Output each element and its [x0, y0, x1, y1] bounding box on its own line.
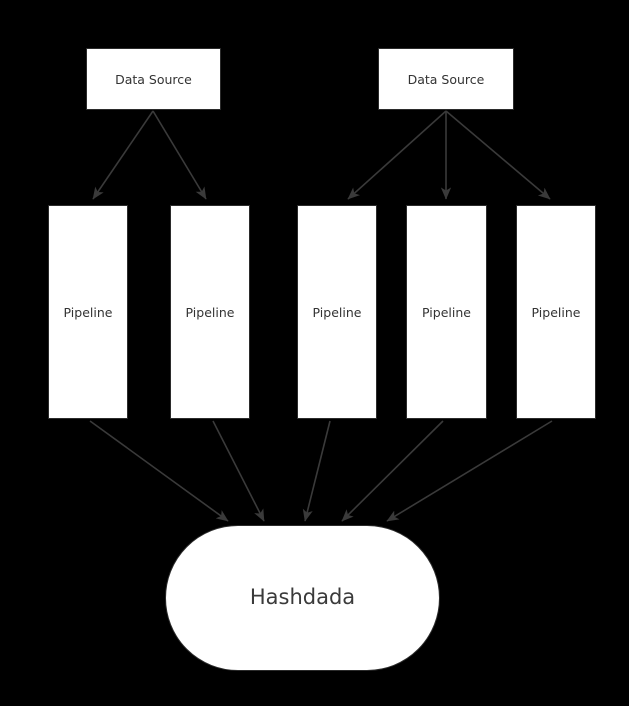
edge-pipeline-3-to-store	[302, 420, 331, 522]
edge-source-2-to-pipeline-5	[445, 110, 551, 200]
node-pipeline-5[interactable]: Pipeline	[516, 205, 596, 419]
node-label: Pipeline	[531, 304, 581, 320]
edge-pipeline-2-to-store	[212, 420, 265, 522]
node-label: Pipeline	[63, 304, 113, 320]
node-pipeline-4[interactable]: Pipeline	[406, 205, 487, 419]
node-hashdada-store[interactable]: Hashdada	[165, 525, 440, 671]
node-pipeline-2[interactable]: Pipeline	[170, 205, 250, 419]
edge-source-1-to-pipeline-1	[92, 110, 154, 200]
node-label: Data Source	[407, 71, 485, 87]
node-label: Hashdada	[249, 585, 356, 610]
node-label: Pipeline	[312, 304, 362, 320]
edge-source-2-to-pipeline-3	[347, 110, 447, 200]
edge-source-1-to-pipeline-2	[152, 110, 207, 200]
node-label: Data Source	[115, 71, 192, 87]
node-pipeline-1[interactable]: Pipeline	[48, 205, 128, 419]
edge-pipeline-1-to-store	[89, 420, 229, 522]
node-label: Pipeline	[185, 304, 235, 320]
node-data-source-2[interactable]: Data Source	[378, 48, 514, 110]
node-data-source-1[interactable]: Data Source	[86, 48, 221, 110]
node-label: Pipeline	[422, 304, 471, 320]
edge-pipeline-4-to-store	[341, 420, 444, 522]
edge-pipeline-5-to-store	[386, 420, 553, 522]
node-pipeline-3[interactable]: Pipeline	[297, 205, 377, 419]
